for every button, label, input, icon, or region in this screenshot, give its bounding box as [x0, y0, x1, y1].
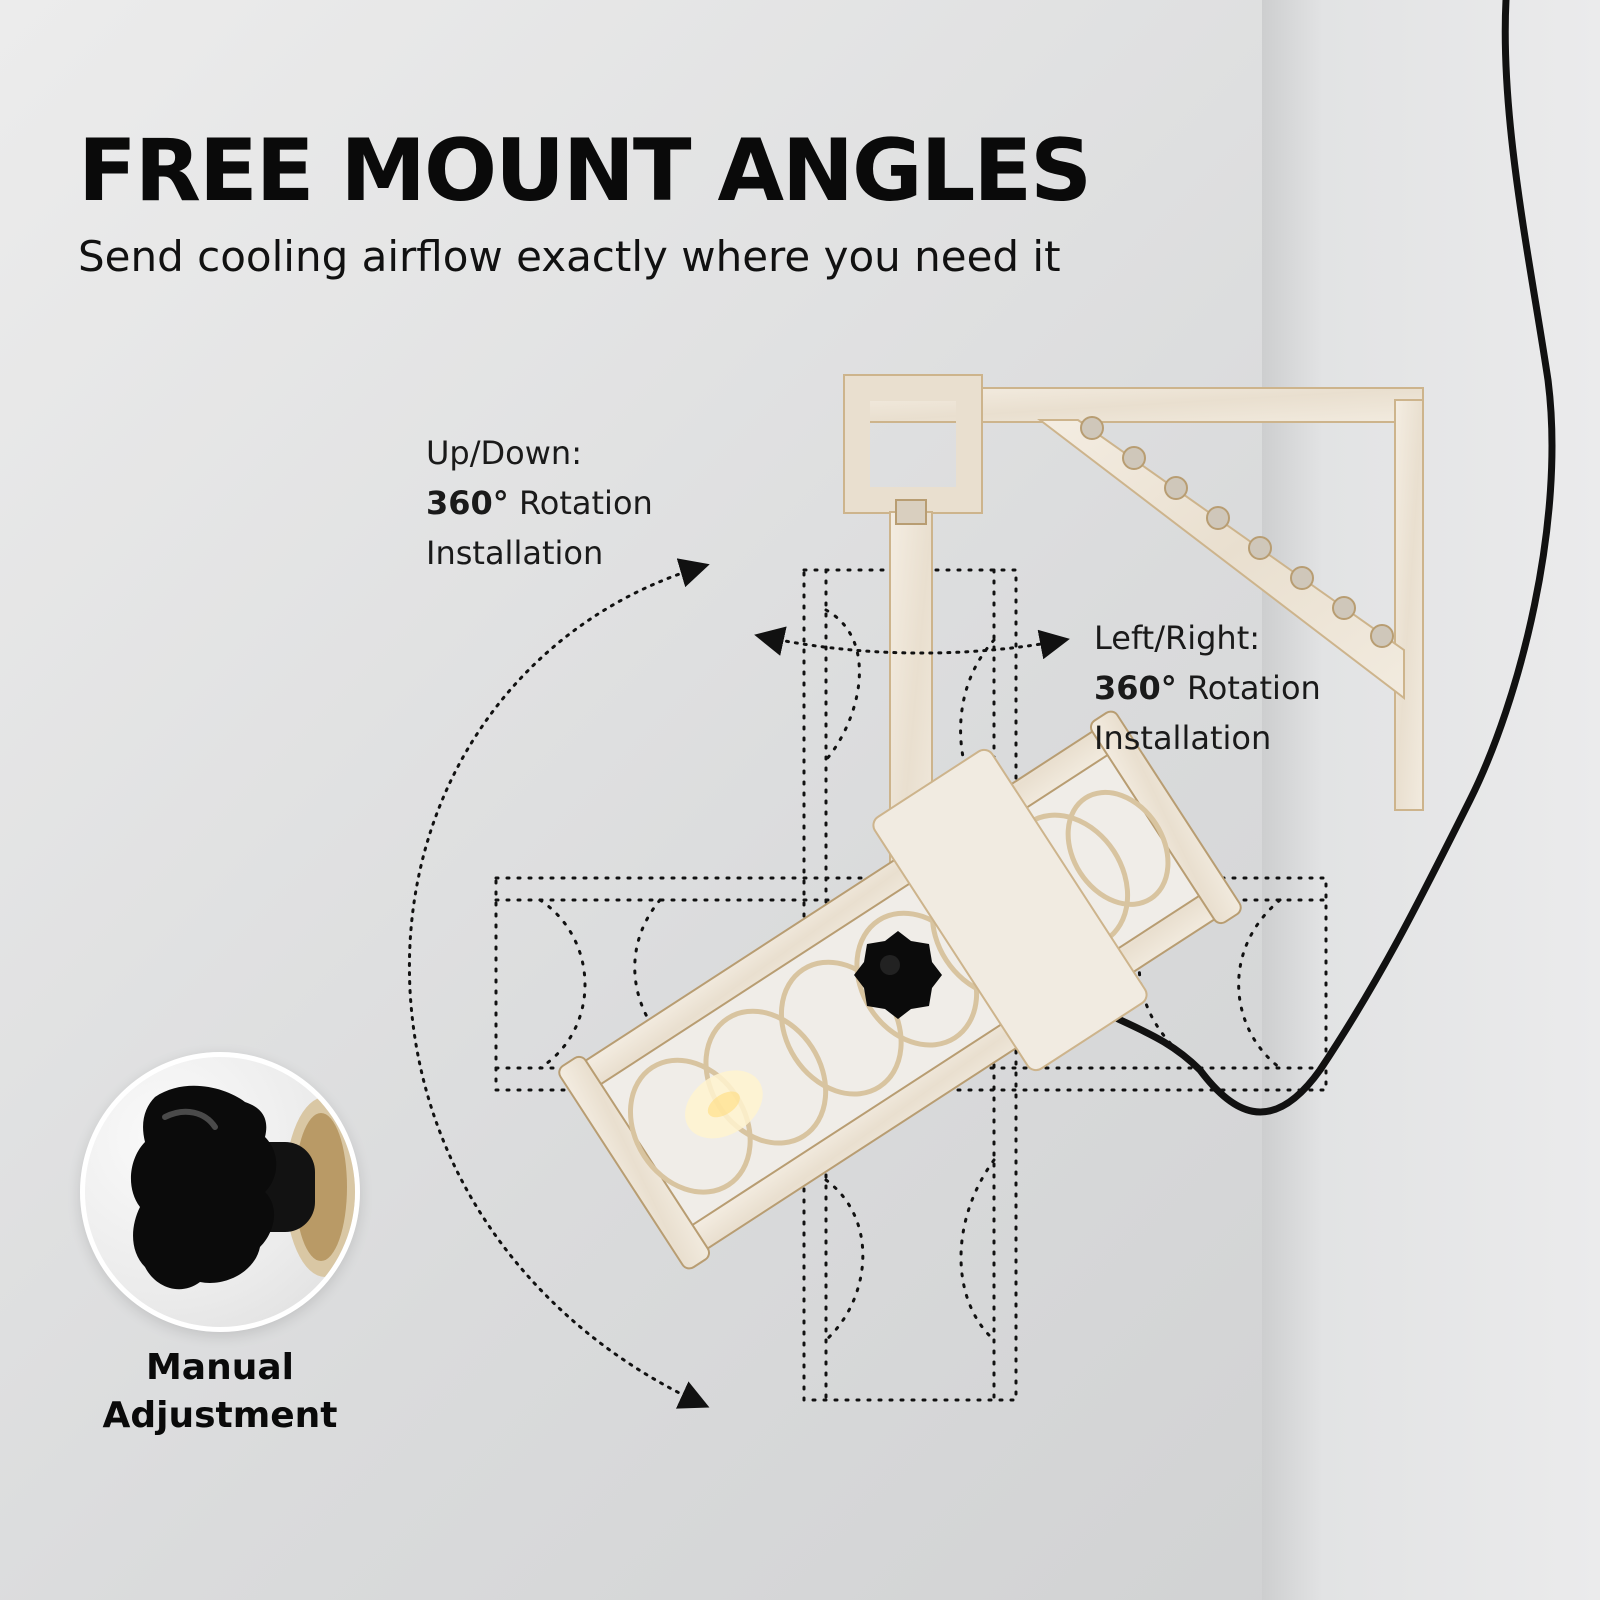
- mounting-plate: [872, 748, 1148, 1072]
- callout-updown-installation: Installation: [426, 534, 604, 572]
- headline: FREE MOUNT ANGLES: [78, 121, 1092, 221]
- callout-leftright-title: Left/Right:: [1094, 619, 1261, 657]
- wall-bracket: [843, 374, 1424, 811]
- callout-leftright-installation: Installation: [1094, 719, 1272, 757]
- knob-icon: [854, 931, 942, 1019]
- knob-closeup: [80, 1052, 360, 1332]
- knob-label-line2: Adjustment: [102, 1395, 338, 1436]
- callout-updown-rotation: Rotation: [508, 484, 653, 522]
- callout-updown-degrees: 360°: [426, 484, 509, 522]
- knob-closeup-icon: [130, 1085, 355, 1290]
- knob-label: Manual Adjustment: [80, 1344, 360, 1440]
- callout-leftright-rotation: Rotation: [1176, 669, 1321, 707]
- power-cord: [1106, 0, 1556, 1116]
- rotation-arrow-icon: [407, 558, 710, 1409]
- knob-label-line1: Manual: [145, 1347, 294, 1388]
- callout-updown-title: Up/Down:: [426, 434, 582, 472]
- wall-corner: [1262, 0, 1600, 1600]
- rotation-arrow-icon: [754, 626, 1070, 660]
- callout-leftright-degrees: 360°: [1094, 669, 1177, 707]
- callout-leftright: Left/Right: 360° Rotation Installation: [1094, 613, 1321, 763]
- callout-updown: Up/Down: 360° Rotation Installation: [426, 428, 653, 578]
- subheadline: Send cooling airflow exactly where you n…: [78, 232, 1061, 281]
